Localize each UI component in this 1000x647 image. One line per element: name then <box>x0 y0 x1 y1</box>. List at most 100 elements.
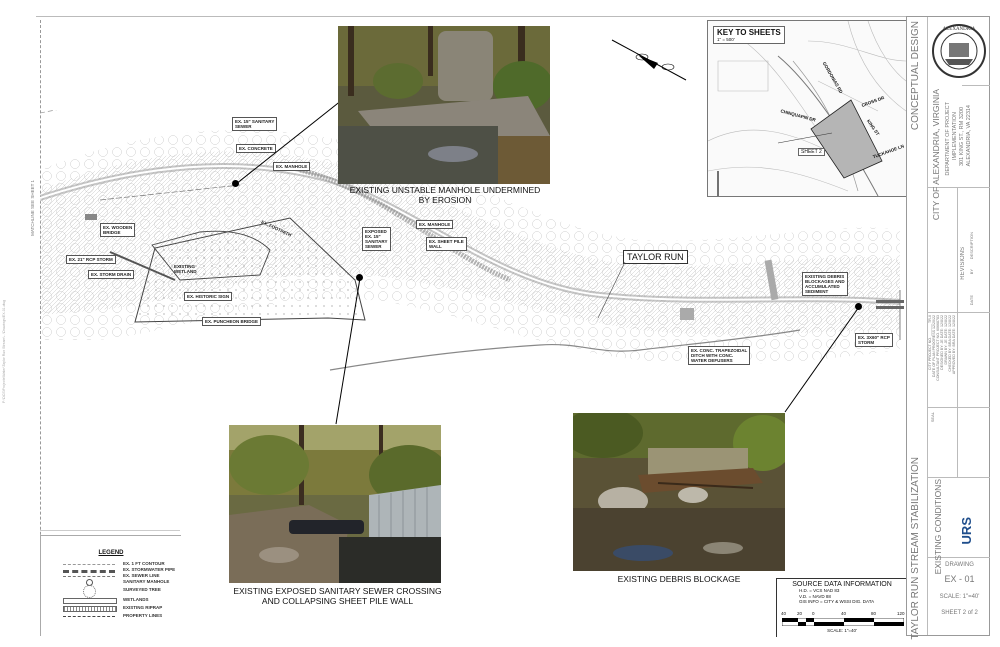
urs-logo: URS <box>959 517 974 545</box>
site-plan-drawing <box>40 110 904 371</box>
revisions-header: REVISIONS <box>960 247 966 280</box>
callout-ex-conc-trapezoidal-ditch: EX. CONC. TRAPEZOIDAL DITCH WITH CONC. W… <box>688 346 751 365</box>
revisions-col-desc: DESCRIPTION <box>969 232 974 260</box>
scale-tick: 80 <box>871 611 877 616</box>
divider <box>927 312 990 313</box>
divider <box>962 17 990 86</box>
divider <box>927 17 928 635</box>
callout-ex-historic-sign: EX. HISTORIC SIGN <box>184 292 233 301</box>
callout-exposed-sanitary-sewer: EXPOSED EX. 15" SANITARY SEWER <box>362 227 391 251</box>
riprap-symbol <box>63 606 117 612</box>
owner-dept-line2: IMPLEMENTATION <box>952 112 958 161</box>
city-seal-icon: ALEXANDRIA <box>932 24 986 78</box>
contour-line-symbol <box>63 564 115 565</box>
callout-ex-rcp-storm-outfall: EX. 3X60" RCP STORM <box>855 333 893 347</box>
legend-label: PROPERTY LINES <box>123 613 163 618</box>
legend-item: EX. SEWER LINE <box>45 573 175 581</box>
scale-tick: 120 <box>897 611 905 616</box>
key-to-sheets-map: KEY TO SHEETS 1" = 500' GORDONIAS RD CRO… <box>707 20 907 197</box>
divider <box>927 407 990 408</box>
legend-item: PROPERTY LINES <box>45 613 175 621</box>
graphic-scale-bar <box>782 618 904 626</box>
design-stage-label: CONCEPTUAL DESIGN <box>910 21 921 131</box>
key-map-sheet-2-label: SHEET 2 <box>798 148 825 156</box>
callout-ex-sheet-pile-wall: EX. SHEET PILE WALL <box>426 237 467 251</box>
scale-tick: 20 <box>797 611 803 616</box>
legend-label: EX. STORMWATER PIPE <box>123 567 176 572</box>
legend-label: SURVEYED TREE <box>123 587 161 592</box>
drawing-sheet-number: SHEET 2 of 2 <box>941 610 978 616</box>
owner-dept-line1: DEPARTMENT OF PROJECT <box>945 102 951 176</box>
legend-label: EX. 1 FT CONTOUR <box>123 561 165 566</box>
callout-ex-wooden-bridge: EX. WOODEN BRIDGE <box>100 223 136 237</box>
stream-name-label: TAYLOR RUN <box>623 250 688 264</box>
photo-location-marker-sewer-crossing <box>356 274 363 281</box>
legend-item: EXISTING RIPRAP <box>45 605 175 613</box>
divider <box>927 477 990 478</box>
legend-item: EX. 1 FT CONTOUR <box>45 561 175 569</box>
scale-tick: 40 <box>781 611 787 616</box>
seal-label: SEAL <box>930 412 935 423</box>
legend-label: EXISTING RIPRAP <box>123 605 163 610</box>
project-info-table: CITY PROJECT NO. ______ TR-II DATE OF PL… <box>928 315 957 405</box>
callout-ex-21-rcp-storm: EX. 21" RCP STORM <box>66 255 116 264</box>
legend-label: WETLANDS <box>123 597 149 602</box>
callout-ex-puncheon-bridge: EX. PUNCHEON BRIDGE <box>202 317 262 326</box>
source-data-title: SOURCE DATA INFORMATION <box>792 581 892 588</box>
legend-label: EX. SEWER LINE <box>123 573 160 578</box>
source-data-information: SOURCE DATA INFORMATION H.D. = VCS NAD 8… <box>776 578 907 637</box>
callout-ex-manhole: EX. MANHOLE <box>273 162 311 171</box>
title-block: CONCEPTUAL DESIGN TAYLOR RUN STREAM STAB… <box>906 16 990 640</box>
callout-ex-storm-drain: EX. STORM DRAIN <box>88 270 135 279</box>
callout-existing-debris-blockages: EXISTING DEBRIS BLOCKAGES AND ACCUMULATE… <box>802 272 848 296</box>
legend-title: LEGEND <box>98 550 124 556</box>
divider <box>957 187 958 477</box>
photo-caption-manhole: EXISTING UNSTABLE MANHOLE UNDERMINED BY … <box>349 185 541 205</box>
legend-item: WETLANDS <box>45 597 175 605</box>
legend-item: EX. STORMWATER PIPE <box>45 567 175 575</box>
legend-label: SANITARY MANHOLE <box>123 579 170 584</box>
callout-ex-15-sanitary-sewer: EX. 15" SANITARY SEWER <box>232 117 278 131</box>
scale-tick: 40 <box>841 611 847 616</box>
source-data-hd: H.D. = VCS NAD 83 <box>799 588 840 593</box>
photo-caption-sewer-crossing: EXISTING EXPOSED SANITARY SEWER CROSSING… <box>233 586 442 606</box>
source-data-vd: V.D. = NAVD 88 <box>799 593 831 599</box>
drawing-scale: SCALE: 1"=40' <box>939 594 980 600</box>
drawing-label: DRAWING <box>945 562 974 568</box>
north-arrow-icon <box>611 39 687 81</box>
drawing-title: EXISTING CONDITIONS <box>933 479 943 575</box>
project-info-row: APPROVED BY: BRA DATE: 12/8/22 <box>952 315 956 375</box>
photo-location-marker-manhole <box>232 180 239 187</box>
callout-ex-concrete: EX. CONCRETE <box>236 144 276 153</box>
photo-unstable-manhole <box>338 26 550 184</box>
photo-debris-blockage <box>573 413 785 571</box>
owner-address1: 301 KING ST., RM 3200 <box>959 107 965 166</box>
project-title: TAYLOR RUN STREAM STABILIZATION <box>910 457 921 640</box>
divider <box>40 530 180 531</box>
drawing-number: EX - 01 <box>944 574 975 584</box>
sewer-line-symbol <box>63 576 115 577</box>
photo-sewer-crossing <box>229 425 441 583</box>
legend-item: SANITARY MANHOLE <box>45 579 175 587</box>
divider <box>927 187 990 188</box>
legend-item: SURVEYED TREE <box>45 585 175 598</box>
tree-symbol <box>83 585 96 598</box>
key-map-scale: 1" = 500' <box>717 37 735 42</box>
photo-caption-debris: EXISTING DEBRIS BLOCKAGE <box>617 574 741 584</box>
stormwater-pipe-symbol <box>63 570 115 573</box>
wetlands-symbol <box>63 598 117 604</box>
revisions-col-by: BY <box>969 269 974 275</box>
scale-bar-label: SCALE: 1"=40' <box>827 628 857 633</box>
photo-location-marker-debris <box>855 303 862 310</box>
property-line-symbol <box>63 616 115 617</box>
source-data-gis: GIS INFO = CITY & WSSI DIG. DATA <box>799 599 875 604</box>
svg-text:ALEXANDRIA: ALEXANDRIA <box>943 27 976 32</box>
owner-name: CITY OF ALEXANDRIA, VIRGINIA <box>931 89 941 221</box>
stream-leader-line <box>597 261 626 319</box>
key-map-title-text: KEY TO SHEETS <box>717 28 781 37</box>
legend: LEGEND EX. 1 FT CONTOUR EX. STORMWATER P… <box>40 535 181 636</box>
callout-ex-manhole-2: EX. MANHOLE <box>416 220 454 229</box>
key-map-title: KEY TO SHEETS 1" = 500' <box>713 26 785 44</box>
revisions-col-date: DATE <box>969 295 974 306</box>
